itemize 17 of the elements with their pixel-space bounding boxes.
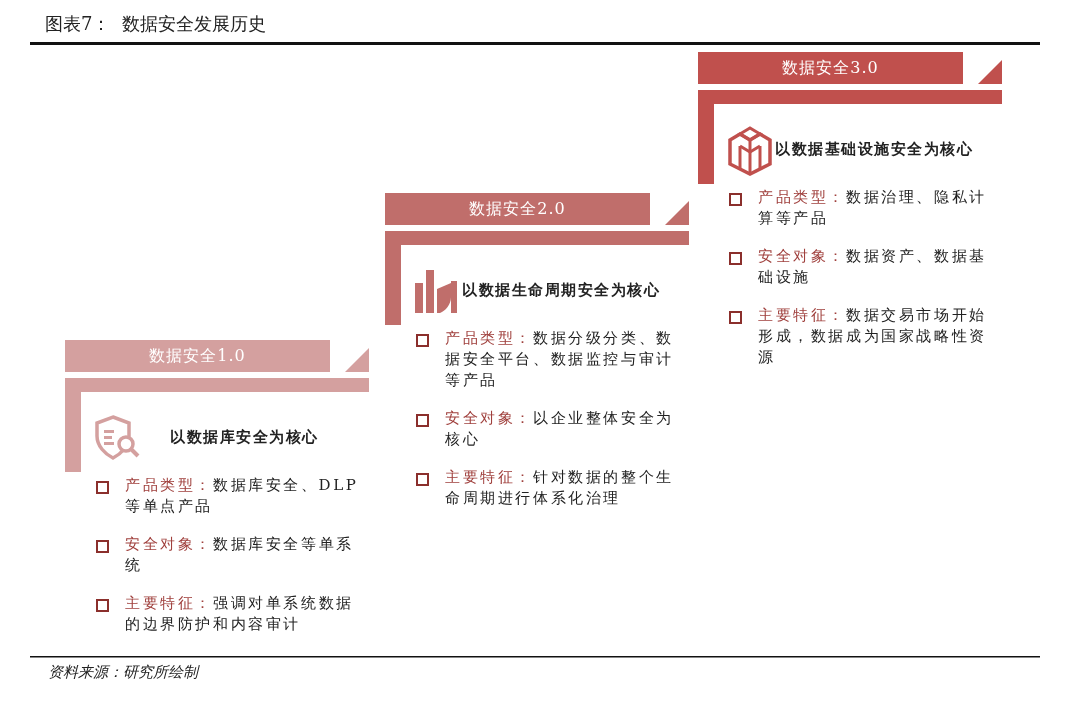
stage-heading: 以数据库安全为核心 — [170, 428, 319, 447]
stage-banner: 数据安全3.0 — [698, 52, 963, 84]
stage-banner: 数据安全1.0 — [65, 340, 330, 372]
bullet-text: 主要特征：数据交易市场开始形成，数据成为国家战略性资源 — [758, 305, 988, 368]
bullet-text: 安全对象：数据库安全等单系统 — [125, 534, 355, 576]
bullet-text: 产品类型：数据库安全、DLP等单点产品 — [125, 475, 360, 517]
stage-heading: 以数据生命周期安全为核心 — [462, 281, 660, 300]
bullet-text: 安全对象：以企业整体安全为核心 — [445, 408, 675, 450]
stage-banner: 数据安全2.0 — [385, 193, 650, 225]
stage-heading: 以数据基础设施安全为核心 — [775, 140, 973, 159]
bullet-text: 产品类型：数据分级分类、数据安全平台、数据监控与审计等产品 — [445, 328, 675, 391]
bullet-text: 主要特征：针对数据的整个生命周期进行体系化治理 — [445, 467, 675, 509]
bullet-text: 主要特征：强调对单系统数据的边界防护和内容审计 — [125, 593, 355, 635]
bullet-text: 安全对象：数据资产、数据基础设施 — [758, 246, 988, 288]
source-note: 资料来源：研究所绘制 — [48, 663, 198, 682]
bullet-text: 产品类型：数据治理、隐私计算等产品 — [758, 187, 988, 229]
figure-title: 图表7： 数据安全发展历史 — [45, 12, 266, 36]
